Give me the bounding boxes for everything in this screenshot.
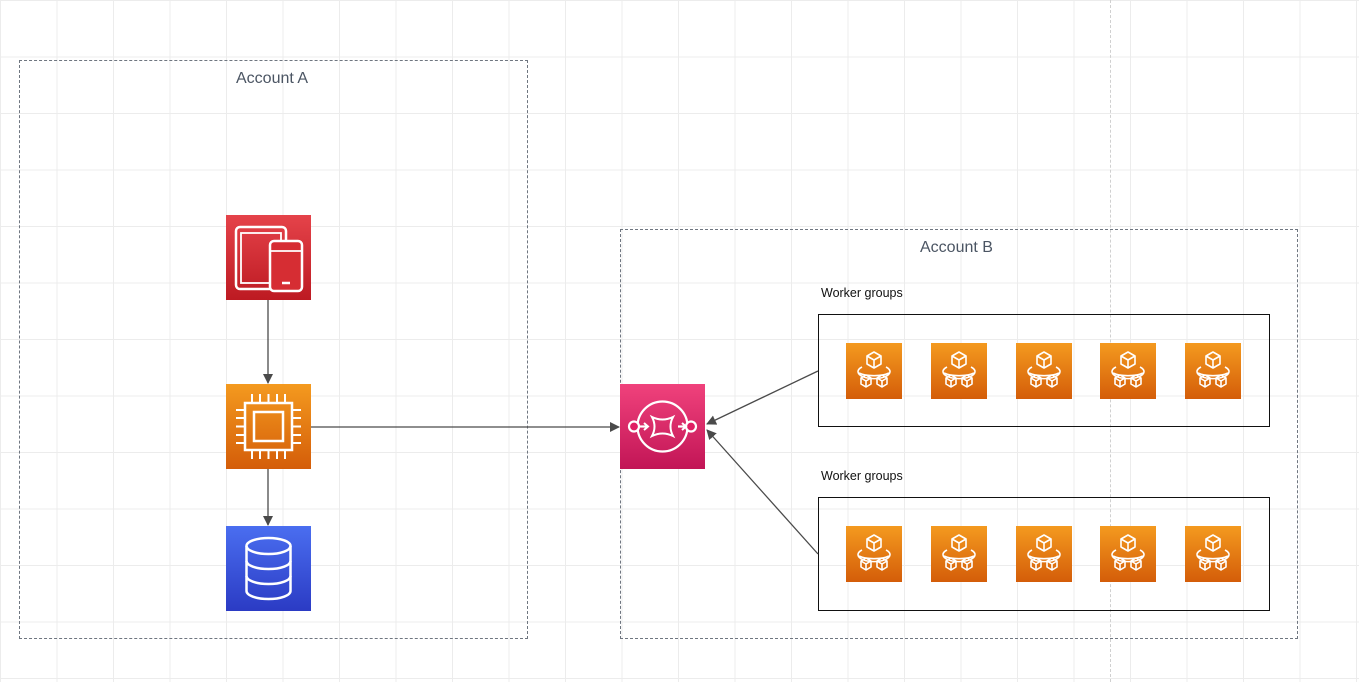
container-worker-icon bbox=[1027, 351, 1061, 388]
worker-container-icon[interactable] bbox=[1016, 526, 1072, 582]
message-queue-icon bbox=[627, 400, 698, 453]
worker-container-icon[interactable] bbox=[1100, 343, 1156, 399]
worker-group-1-label: Worker groups bbox=[821, 286, 903, 300]
worker-group-2[interactable] bbox=[818, 497, 1270, 611]
mobile-devices-icon bbox=[234, 225, 304, 293]
worker-container-icon[interactable] bbox=[931, 343, 987, 399]
worker-group-1[interactable] bbox=[818, 314, 1270, 427]
container-worker-icon bbox=[942, 351, 976, 388]
message-queue-node[interactable] bbox=[620, 384, 705, 469]
account-a-label: Account A bbox=[236, 70, 309, 87]
worker-container-icon[interactable] bbox=[931, 526, 987, 582]
container-worker-icon bbox=[1111, 351, 1145, 388]
worker-container-icon[interactable] bbox=[1100, 526, 1156, 582]
arrow-group1-to-queue[interactable] bbox=[706, 370, 819, 425]
container-worker-icon bbox=[857, 534, 891, 571]
container-worker-icon bbox=[1196, 351, 1230, 388]
worker-container-icon[interactable] bbox=[846, 343, 902, 399]
arrow-group2-to-queue[interactable] bbox=[706, 429, 819, 555]
worker-container-icon[interactable] bbox=[1016, 343, 1072, 399]
database-node[interactable] bbox=[226, 526, 311, 611]
database-icon bbox=[245, 536, 292, 601]
container-worker-icon bbox=[1111, 534, 1145, 571]
compute-chip-icon bbox=[236, 394, 301, 459]
canvas-guide-line bbox=[1110, 0, 1111, 682]
account-b-label: Account B bbox=[920, 239, 993, 256]
compute-node[interactable] bbox=[226, 384, 311, 469]
container-worker-icon bbox=[1196, 534, 1230, 571]
mobile-devices-node[interactable] bbox=[226, 215, 311, 300]
container-worker-icon bbox=[857, 351, 891, 388]
worker-group-2-label: Worker groups bbox=[821, 469, 903, 483]
account-a-boundary[interactable] bbox=[19, 60, 528, 639]
container-worker-icon bbox=[1027, 534, 1061, 571]
worker-container-icon[interactable] bbox=[1185, 343, 1241, 399]
container-worker-icon bbox=[942, 534, 976, 571]
worker-container-icon[interactable] bbox=[1185, 526, 1241, 582]
worker-container-icon[interactable] bbox=[846, 526, 902, 582]
